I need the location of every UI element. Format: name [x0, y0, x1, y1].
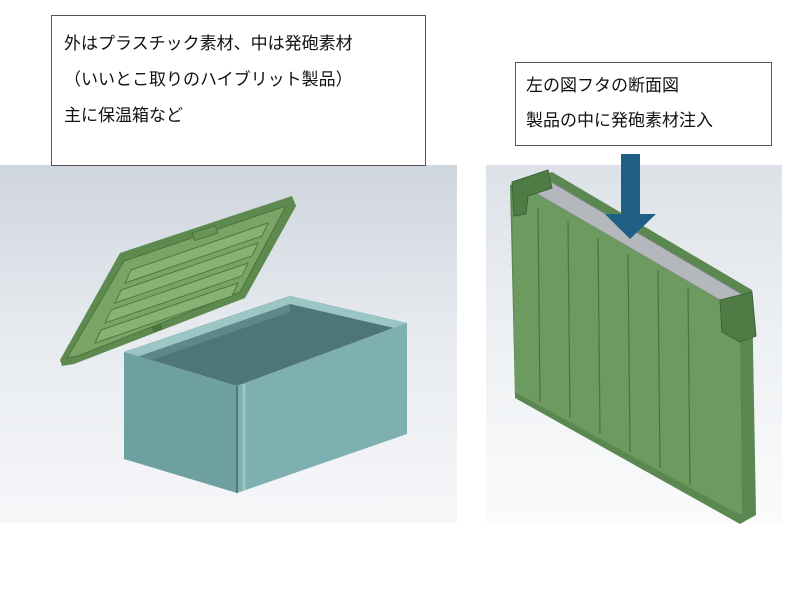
lid-handle: [191, 224, 219, 242]
section-left-hook: [511, 169, 553, 217]
right-annotation-box: 左の図フタの断面図 製品の中に発砲素材注入: [515, 62, 772, 146]
box-inner-back-wall: [124, 296, 407, 386]
section-rib-line: [687, 287, 691, 487]
right-annotation-line-1: 左の図フタの断面図: [526, 76, 679, 96]
left-annotation-line-2: （いいとこ取りのハイブリット製品）: [64, 70, 353, 90]
box-front-face: [124, 352, 237, 493]
lid-cross-section: [510, 169, 757, 524]
section-rib-line: [627, 253, 631, 453]
right-annotation-line-2: 製品の中に発砲素材注入: [526, 111, 713, 131]
lid-rib: [124, 222, 269, 284]
box-right-face: [237, 323, 407, 493]
section-ribs: [537, 207, 691, 487]
lid-hinge: [151, 323, 163, 333]
section-rib-line: [657, 269, 661, 469]
lid-rib: [94, 282, 239, 344]
lid-rib: [114, 242, 259, 304]
section-rib-line: [567, 221, 571, 419]
left-annotation-box: 外はプラスチック素材、中は発砲素材 （いいとこ取りのハイブリット製品） 主に保温…: [51, 15, 426, 166]
section-rib-line: [537, 207, 541, 403]
left-annotation-line-1: 外はプラスチック素材、中は発砲素材: [64, 34, 353, 54]
down-arrow-icon: [605, 154, 656, 239]
lid-rib: [104, 262, 249, 324]
insulated-box: [124, 296, 407, 493]
box-lid: [60, 196, 296, 366]
left-annotation-line-3: 主に保温箱など: [64, 106, 183, 126]
section-front-face: [512, 188, 742, 515]
section-rib-line: [597, 237, 601, 435]
lid-ribs: [94, 222, 269, 344]
section-right-hook: [719, 291, 757, 343]
